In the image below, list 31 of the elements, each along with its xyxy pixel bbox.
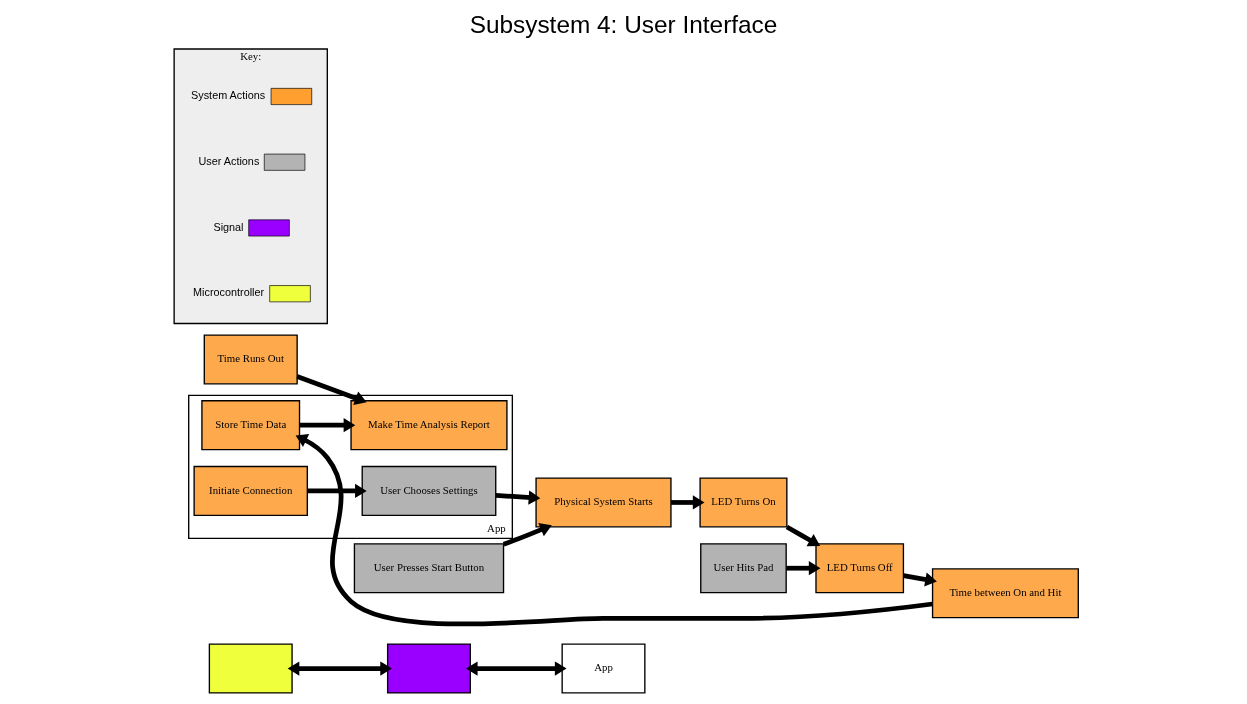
node-box: App [561, 643, 646, 694]
node-box: Time Runs Out [203, 334, 298, 385]
arrow [307, 483, 367, 499]
node-box [386, 643, 471, 694]
node-box: LED Turns On [699, 477, 788, 528]
arrow [903, 572, 937, 587]
node-box: Store Time Data [201, 400, 301, 451]
arrow [502, 523, 552, 547]
arrow [495, 490, 541, 505]
node-box [208, 643, 293, 694]
arrow [295, 434, 933, 627]
legend-label: User Actions [198, 154, 260, 167]
arrow [299, 418, 356, 433]
legend-label: Microcontroller [193, 286, 265, 299]
arrow [287, 661, 392, 676]
node-box: Initiate Connection [193, 465, 308, 516]
node-box: User Hits Pad [700, 543, 787, 594]
arrow [465, 661, 567, 676]
node-box: LED Turns Off [815, 543, 905, 594]
node-box: User Chooses Settings [361, 465, 497, 516]
arrow [786, 561, 821, 576]
diagram-title: Subsystem 4: User Interface [469, 11, 778, 39]
legend-label: System Actions [191, 89, 266, 102]
arrow [671, 495, 705, 510]
node-box: Time between On and Hit [931, 568, 1079, 619]
node-box: User Presses Start Button [353, 543, 505, 594]
node-box: Physical System Starts [535, 477, 672, 528]
arrow [296, 374, 367, 405]
arrow [785, 524, 821, 547]
node-box: Make Time Analysis Report [350, 400, 508, 451]
legend-label: Signal [213, 220, 244, 233]
